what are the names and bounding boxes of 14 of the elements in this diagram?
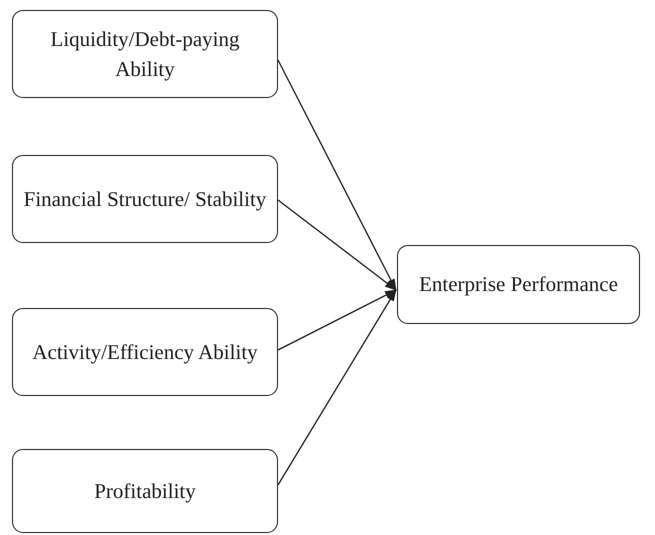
box-label: Profitability (94, 478, 196, 505)
process-box (12, 308, 278, 396)
box-label: Liquidity/Debt-paying Ability (50, 26, 240, 83)
process-box (12, 155, 278, 243)
box-label: Enterprise Performance (419, 271, 618, 298)
process-box (397, 245, 640, 324)
process-box (12, 449, 278, 533)
arrow (277, 289, 397, 486)
box-label: Activity/Efficiency Ability (32, 338, 258, 366)
arrow (278, 199, 397, 291)
box-label: Financial Structure/ Stability (24, 186, 266, 213)
arrow (278, 289, 397, 351)
process-box (12, 10, 278, 98)
arrow (277, 60, 397, 291)
